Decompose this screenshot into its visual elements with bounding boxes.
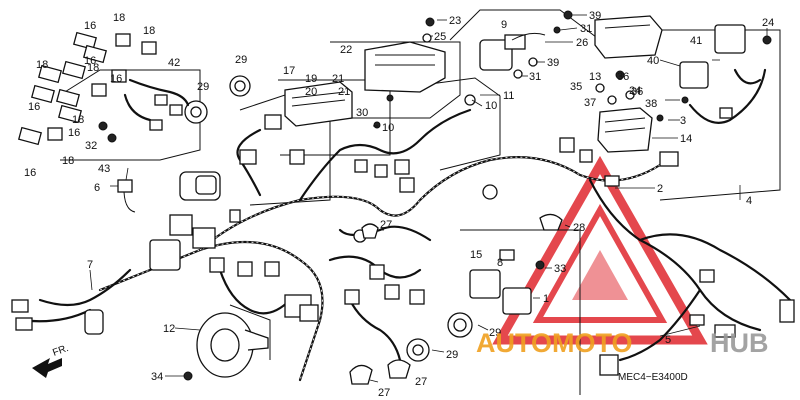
connectors-16-18 <box>17 31 157 146</box>
callout-16e: 16 <box>68 127 80 139</box>
diagram-code: MEC4−E3400D <box>618 372 688 383</box>
callout-24a: 24 <box>762 17 774 29</box>
callout-16c: 16 <box>110 73 122 85</box>
callout-41: 41 <box>690 35 702 47</box>
callout-27a: 27 <box>380 219 392 231</box>
ecu-top-right <box>594 15 663 59</box>
callout-23: 23 <box>449 15 461 27</box>
callout-39b: 39 <box>547 57 559 69</box>
callout-38: 38 <box>645 98 657 110</box>
callout-9: 9 <box>501 19 507 31</box>
fuse-block-14 <box>597 107 653 153</box>
relay-1 <box>502 287 532 315</box>
callout-31a: 31 <box>580 23 592 35</box>
callout-26: 26 <box>576 37 588 49</box>
callout-24b: 24 <box>629 85 641 97</box>
callout-18e: 18 <box>72 114 84 126</box>
sensor-7 <box>11 299 104 335</box>
callout-27c: 27 <box>378 387 390 399</box>
callout-1: 1 <box>543 293 549 305</box>
callouts: 1 2 3 4 5 6 7 8 9 10 10 11 12 13 14 15 1… <box>24 10 774 399</box>
callout-13: 13 <box>589 71 601 83</box>
callout-16d: 16 <box>28 101 40 113</box>
callout-15: 15 <box>470 249 482 261</box>
clamps-29 <box>184 75 473 362</box>
control-unit-17 <box>284 81 353 127</box>
callout-30: 30 <box>356 107 368 119</box>
watermark-text-orange: AUTOMOTO <box>476 328 633 358</box>
callout-29a: 29 <box>235 54 247 66</box>
watermark-text-gray: HUB <box>710 328 769 358</box>
sub-harness-42 <box>123 78 190 131</box>
callout-32: 32 <box>85 140 97 152</box>
callout-33: 33 <box>554 263 566 275</box>
callout-10b: 10 <box>382 122 394 134</box>
callout-14: 14 <box>680 133 692 145</box>
relay-15 <box>469 269 501 299</box>
callout-28: 28 <box>573 222 585 234</box>
direction-label: FR. <box>51 343 70 359</box>
callout-18c: 18 <box>36 59 48 71</box>
fuse-box-9 <box>479 32 546 71</box>
callout-17: 17 <box>283 65 295 77</box>
callout-19: 19 <box>305 73 317 85</box>
callout-39a: 39 <box>589 10 601 22</box>
sensor-6 <box>117 179 136 213</box>
callout-29b: 29 <box>197 81 209 93</box>
callout-37: 37 <box>584 97 596 109</box>
callout-29d: 29 <box>446 349 458 361</box>
callout-2: 2 <box>657 183 663 195</box>
callout-18a: 18 <box>113 12 125 24</box>
leader-lines <box>89 14 768 383</box>
callout-36a: 36 <box>617 71 629 83</box>
callout-34: 34 <box>151 371 163 383</box>
callout-12: 12 <box>163 323 175 335</box>
callout-4: 4 <box>746 195 752 207</box>
harness-connectors <box>149 107 795 376</box>
callout-22: 22 <box>340 44 352 56</box>
watermark-logo <box>492 155 708 345</box>
callout-8: 8 <box>497 257 503 269</box>
callout-18d: 18 <box>87 62 99 74</box>
callout-36b: 36 <box>631 86 643 98</box>
callout-31b: 31 <box>529 71 541 83</box>
small-bolts <box>98 10 772 381</box>
callout-10: 10 <box>485 100 497 112</box>
callout-29c: 29 <box>489 327 501 339</box>
callout-18b: 18 <box>143 25 155 37</box>
callout-20: 20 <box>305 86 317 98</box>
callout-5: 5 <box>665 334 671 346</box>
relay-41 <box>679 24 746 89</box>
callout-3: 3 <box>680 115 686 127</box>
callout-16b: 16 <box>84 55 96 67</box>
callout-40: 40 <box>647 55 659 67</box>
callout-16a: 16 <box>84 20 96 32</box>
callout-11: 11 <box>503 90 514 102</box>
callout-43: 43 <box>98 163 110 175</box>
callout-7: 7 <box>87 259 93 271</box>
callout-21b: 21 <box>338 86 350 98</box>
callout-25: 25 <box>434 31 446 43</box>
clip-28 <box>539 213 563 231</box>
main-harness <box>18 68 792 382</box>
callout-6: 6 <box>94 182 100 194</box>
watermark-text: AUTOMOTO HUB <box>476 328 769 358</box>
callout-42: 42 <box>168 57 180 69</box>
callout-16f: 16 <box>24 167 36 179</box>
callout-21a: 21 <box>332 73 344 85</box>
callout-18f: 18 <box>62 155 74 167</box>
relay-box-22 <box>364 41 446 93</box>
bands-27 <box>349 223 411 385</box>
callout-27b: 27 <box>415 376 427 388</box>
horn-12 <box>196 312 269 378</box>
fr-arrow-icon <box>32 358 62 378</box>
callout-35: 35 <box>570 81 582 93</box>
